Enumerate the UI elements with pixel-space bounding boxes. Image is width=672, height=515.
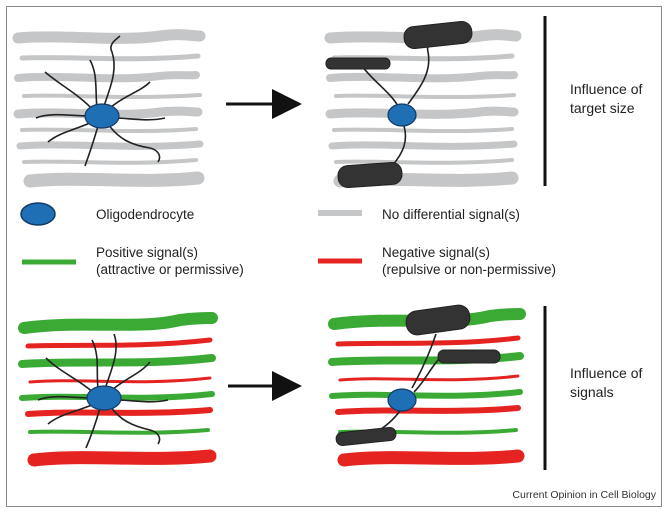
- panel-top-left-axons: [12, 29, 206, 188]
- panel-bottom-left-axons: [18, 312, 218, 467]
- myelin-segment-icon: [405, 304, 471, 336]
- legend-oligodendrocyte-label: Oligodendrocyte: [96, 207, 195, 222]
- myelin-segments-top: [325, 20, 473, 189]
- myelin-segment-icon: [337, 161, 403, 189]
- side-label-signals: Influence of signals: [570, 365, 643, 400]
- myelin-segments-bottom: [335, 304, 501, 447]
- side-label-target-size: Influence of target size: [570, 81, 643, 116]
- oligodendrocyte-icon: [387, 103, 417, 127]
- panel-top-right-axons: [324, 29, 522, 188]
- panel-bottom-right-processes: [369, 333, 441, 437]
- legend-oligodendrocyte-icon: [20, 202, 56, 226]
- myelin-segment-icon: [335, 426, 397, 447]
- oligodendrocyte-icon: [86, 385, 122, 411]
- oligodendrocyte-icon: [387, 388, 417, 412]
- legend-negative-label: Negative signal(s) (repulsive or non-per…: [382, 245, 557, 277]
- legend-no-signal-label: No differential signal(s): [382, 207, 520, 222]
- myelin-segment-icon: [325, 57, 391, 70]
- myelin-segment-icon: [437, 349, 501, 364]
- myelin-segment-icon: [403, 20, 473, 50]
- legend-positive-label: Positive signal(s) (attractive or permis…: [96, 245, 244, 277]
- figure-frame: [6, 6, 662, 507]
- credit-line: Current Opinion in Cell Biology: [512, 489, 656, 501]
- oligodendrocyte-icon: [84, 103, 120, 129]
